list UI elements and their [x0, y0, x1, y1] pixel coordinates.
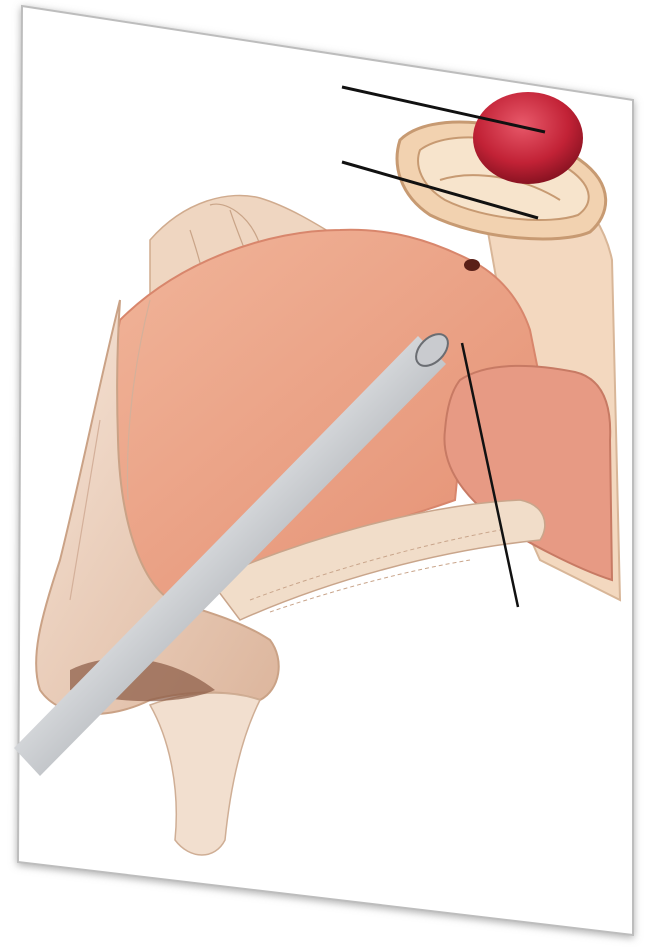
sphenoid-ostium	[464, 259, 480, 271]
pituitary-tumor-icon	[473, 92, 583, 184]
